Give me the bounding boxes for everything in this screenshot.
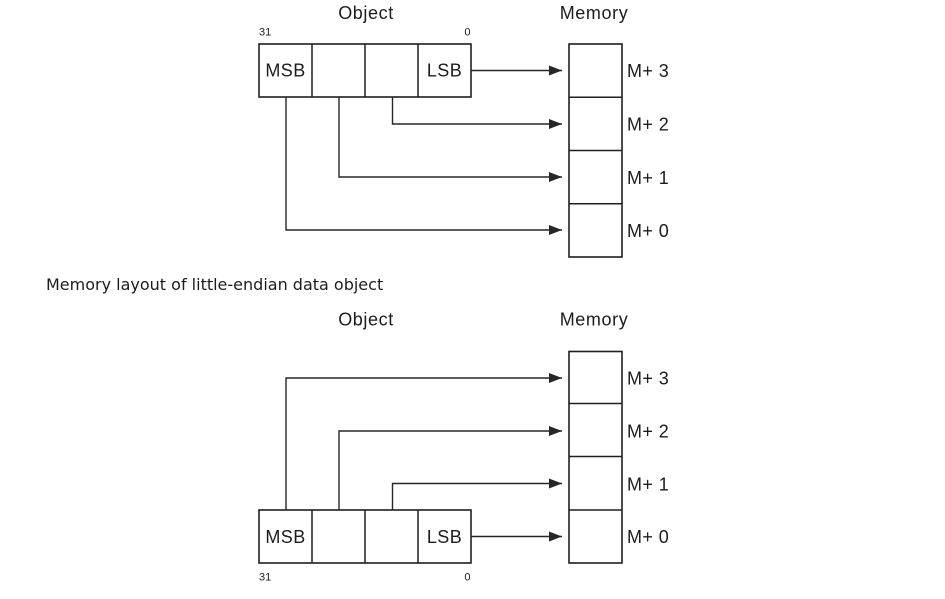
memory-column — [568, 350, 623, 564]
connector-byte2-to-m1 — [391, 478, 562, 510]
object-register: MSB LSB — [258, 509, 472, 564]
memory-cell-label-m0: M+ 0 — [627, 221, 669, 241]
diagram-little-endian: Object Memory M+ 3 M+ 2 M+ 1 M+ 0 MSB LS… — [258, 310, 669, 584]
memory-cell-label-m3: M+ 3 — [627, 369, 669, 389]
memory-cell-label-m0: M+ 0 — [627, 527, 669, 547]
memory-title: Memory — [560, 310, 629, 330]
object-title: Object — [338, 310, 394, 330]
connector-byte1-to-m1 — [338, 97, 562, 182]
connector-byte1-to-m2 — [338, 426, 562, 510]
connector-msb-to-m3 — [285, 373, 562, 510]
bit-31-label: 31 — [259, 27, 271, 39]
memory-column — [568, 43, 623, 258]
lsb-label: LSB — [427, 61, 462, 81]
connector-msb-to-m0 — [285, 97, 562, 235]
object-register: MSB LSB — [258, 43, 472, 98]
diagram-big-endian: Object Memory 31 0 MSB LSB M+ 3 M+ 2 M+ … — [258, 3, 669, 258]
msb-label: MSB — [265, 61, 305, 81]
memory-cell-label-m1: M+ 1 — [627, 168, 669, 188]
figure-caption: Memory layout of little-endian data obje… — [46, 275, 383, 294]
bit-31-label: 31 — [259, 572, 271, 584]
byte-connectors — [285, 373, 562, 542]
object-title: Object — [338, 3, 394, 23]
connector-byte2-to-m2 — [391, 97, 562, 129]
memory-cell-label-m1: M+ 1 — [627, 475, 669, 495]
memory-cell-label-m2: M+ 2 — [627, 422, 669, 442]
byte-connectors — [285, 65, 562, 235]
memory-cell-label-m2: M+ 2 — [627, 115, 669, 135]
bit-0-label: 0 — [464, 572, 470, 584]
lsb-label: LSB — [427, 527, 462, 547]
msb-label: MSB — [265, 527, 305, 547]
memory-title: Memory — [560, 3, 629, 23]
bit-0-label: 0 — [464, 27, 470, 39]
memory-cell-label-m3: M+ 3 — [627, 61, 669, 81]
